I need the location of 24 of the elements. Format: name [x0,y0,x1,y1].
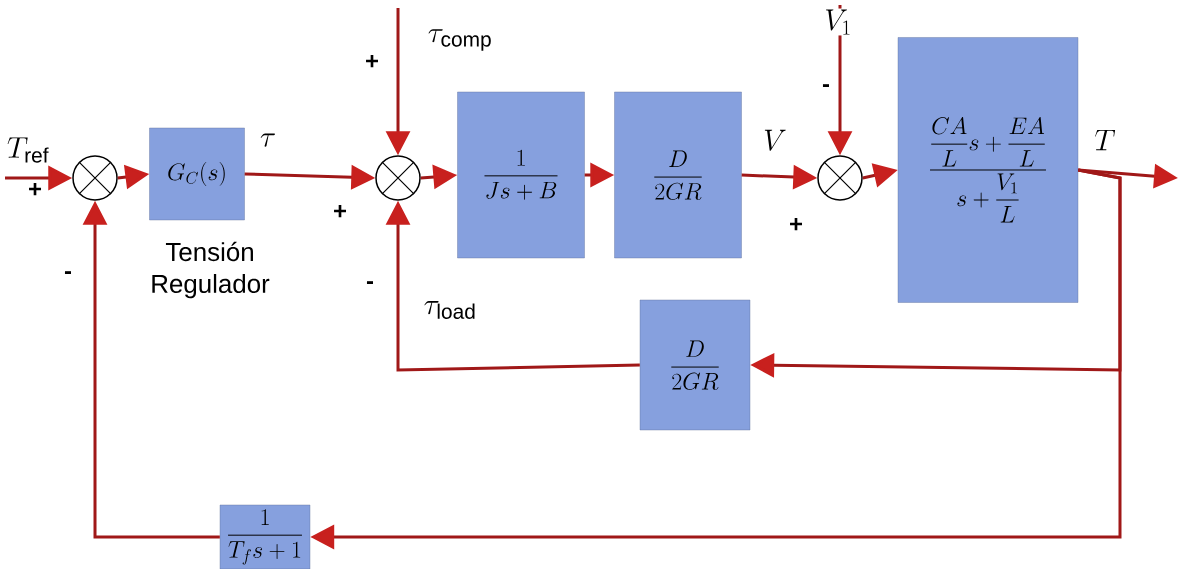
sign-label: + [790,218,802,231]
block-box: $\dfrac{1}{T_f s + 1}$ [219,504,311,569]
sign-label: + [334,205,346,218]
sign-label: - [64,271,72,275]
sign-label: + [29,183,41,196]
block-box: $\dfrac{D}{2GR}$ [614,91,742,259]
block-caption: Tensión Regulador [152,241,270,299]
sign-label: - [366,281,374,284]
signal-label: $\tau_{\mathrm{comp}}$ [428,29,491,51]
block-box: $\dfrac{\dfrac{CA}{L}s+\dfrac{EA}{L}}{s+\dfrac{V_1}{L}}$ [897,37,1079,303]
block-box: $\dfrac{D}{2GR}$ [639,299,751,431]
signal-label: $\tau$ [260,133,275,147]
signal-label: $V_1$ [826,9,850,35]
summing-junction [72,155,118,201]
block-box: $\dfrac{1}{Js + B}$ [457,91,585,259]
signal-label: $T$ [1095,129,1116,151]
sign-label: + [366,55,378,68]
summing-junction [817,155,863,201]
sign-label: - [822,84,829,88]
signal-label: $T_{\mathrm{ref}}$ [7,137,49,163]
summing-junction [375,155,421,201]
block-box: $G_C(s)$ [149,127,245,221]
signal-label: $V$ [764,129,786,151]
signal-label: $\tau_{\mathrm{load}}$ [424,301,475,319]
